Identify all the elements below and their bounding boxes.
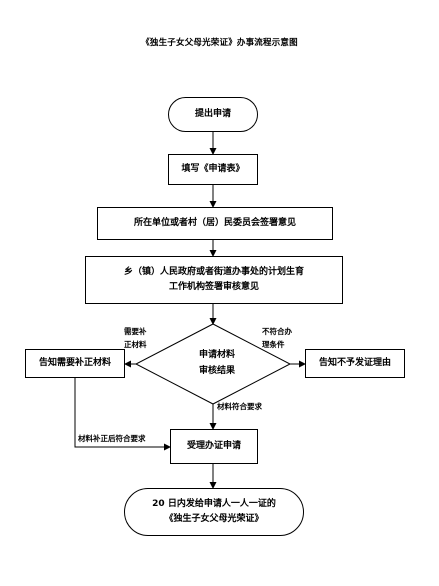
not-qualified-line-1: 不符合办: [262, 327, 292, 336]
unit-opinion-label: 所在单位或者村（居）民委员会签署意见: [133, 217, 296, 228]
page-title: 《独生子女父母光荣证》办事流程示意图: [141, 38, 298, 48]
issue-certificate-line-1: 20 日内发给申请人一人一证的: [152, 498, 276, 509]
submit-application-label: 提出申请: [194, 108, 231, 119]
not-qualified-line-2: 理条件: [262, 340, 285, 350]
need-supplement-label: 需要补 正材料: [124, 325, 147, 351]
submit-application-node: 提出申请: [168, 97, 258, 132]
notify-supplement-label: 告知需要补正材料: [38, 357, 111, 368]
decision-label-line-2: 审核结果: [198, 366, 235, 376]
notify-supplement-node: 告知需要补正材料: [25, 349, 125, 378]
need-supplement-line-2: 正材料: [124, 340, 147, 350]
not-qualified-label: 不符合办 理条件: [262, 325, 292, 351]
accept-application-label: 受理办证申请: [186, 440, 241, 451]
issue-certificate-line-2: 《独生子女父母光荣证》: [164, 514, 264, 524]
qualified-label: 材料符合要求: [217, 402, 262, 411]
decision-label: 申请材料 审核结果: [172, 344, 262, 384]
after-supplement-label: 材料补正后符合要求: [78, 434, 146, 443]
need-supplement-line-1: 需要补: [124, 327, 147, 336]
notify-reject-node: 告知不予发证理由: [305, 349, 405, 378]
decision-label-line-1: 申请材料: [198, 350, 235, 361]
notify-reject-label: 告知不予发证理由: [318, 357, 391, 368]
fill-form-node: 填写《申请表》: [168, 154, 258, 185]
arrow-supplement-to-accept: [74, 378, 171, 451]
fill-form-label: 填写《申请表》: [181, 163, 245, 174]
township-review-line-1: 乡（镇）人民政府或者街道办事处的计划生育: [123, 266, 304, 277]
township-review-node: 乡（镇）人民政府或者街道办事处的计划生育 工作机构签署审核意见: [85, 256, 343, 304]
township-review-line-2: 工作机构签署审核意见: [168, 282, 259, 292]
issue-certificate-node: 20 日内发给申请人一人一证的 《独生子女父母光荣证》: [124, 488, 304, 536]
accept-application-node: 受理办证申请: [170, 429, 258, 464]
unit-opinion-node: 所在单位或者村（居）民委员会签署意见: [97, 207, 333, 240]
